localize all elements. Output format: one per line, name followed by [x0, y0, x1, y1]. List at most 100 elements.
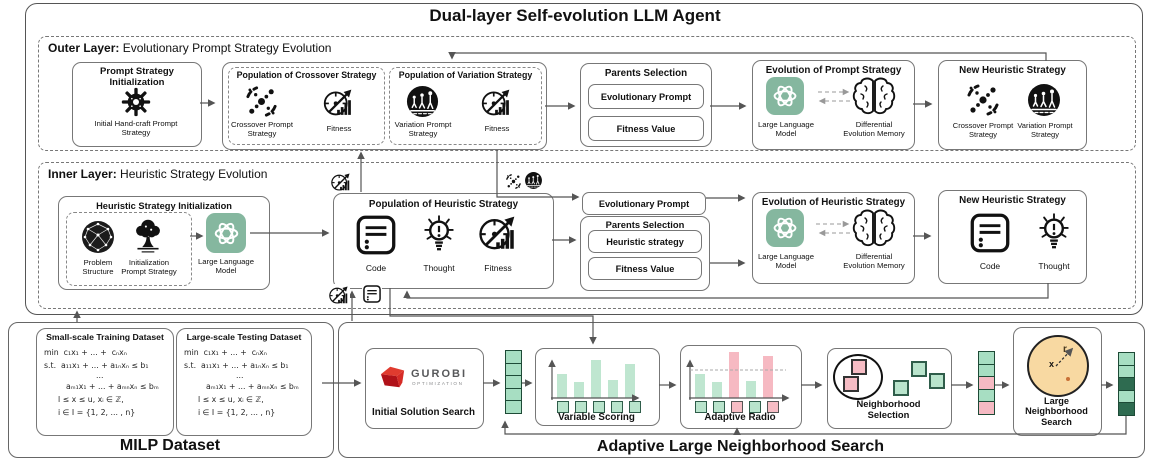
- testing-formulas: min c₁x₁ + ... + cₙxₙ s.t. a₁₁x₁ + ... +…: [177, 343, 311, 419]
- memory-label: Differential Evolution Memory: [843, 120, 905, 139]
- cell: [713, 401, 725, 413]
- formula-line: i ∈ I = {1, 2, ... , n}: [198, 407, 276, 417]
- variation-label: Variation Prompt Strategy: [394, 120, 452, 139]
- variation-label: Variation Prompt Strategy: [1017, 121, 1073, 139]
- inner-layer-label: Inner Layer: Heuristic Strategy Evolutio…: [48, 167, 267, 181]
- outer-layer-label-rest: Evolutionary Prompt Strategy Evolution: [119, 41, 332, 55]
- init-prompt-label: Initialization Prompt Strategy: [121, 258, 177, 277]
- new-heuristic-outer-box: New Heuristic Strategy: [938, 60, 1087, 150]
- large-neighborhood-search-label: Large Neighborhood Search: [1013, 396, 1100, 427]
- variable-scoring-label: Variable Scoring: [558, 412, 635, 423]
- fitness-label: Fitness: [484, 124, 510, 133]
- new-heuristic-outer-title: New Heuristic Strategy: [959, 65, 1066, 76]
- evolutionary-prompt-item: Evolutionary Prompt: [588, 84, 704, 109]
- llm-label: Large Language Model: [197, 257, 254, 276]
- neighborhood-selection-label-2: Selection: [867, 408, 910, 420]
- llm-label: Large Language Model: [757, 120, 814, 139]
- bar: [695, 374, 705, 398]
- center-label: x: [1049, 359, 1055, 369]
- variable-scoring-bars: [557, 360, 635, 398]
- lns-label-2: Neighborhood: [1025, 406, 1088, 417]
- new-heuristic-inner-box: New Heuristic Strategy: [938, 190, 1087, 284]
- cell: [557, 401, 569, 413]
- pop-crossover-title: Population of Crossover Strategy: [236, 70, 377, 80]
- thought-label: Thought: [1038, 261, 1070, 271]
- cell: [695, 401, 707, 413]
- crossover-label: Crossover Prompt Strategy: [952, 121, 1014, 139]
- cell: [505, 400, 522, 415]
- variable-scoring-squares: [557, 401, 641, 413]
- search-radius-circle: [1027, 335, 1089, 397]
- selected-square: [851, 359, 867, 375]
- adaptive-radio-label: Adaptive Radio: [704, 412, 776, 423]
- cell: [611, 401, 623, 413]
- heuristic-init-title: Heuristic Strategy Initialization: [96, 201, 232, 211]
- pop-variation-box: Population of Variation Strategy: [389, 67, 542, 145]
- outer-layer-label-bold: Outer Layer:: [48, 41, 120, 55]
- selected-square: [843, 376, 859, 392]
- cell: [593, 401, 605, 413]
- inner-layer-label-rest: Heuristic Strategy Evolution: [116, 167, 268, 181]
- pop-variation-title: Population of Variation Strategy: [398, 70, 533, 80]
- new-heuristic-inner-title: New Heuristic Strategy: [959, 195, 1066, 206]
- testing-dataset-title: Large-scale Testing Dataset: [186, 332, 302, 342]
- training-formulas: min c₁x₁ + ... + cₙxₙ s.t. a₁₁x₁ + ... +…: [37, 343, 173, 419]
- bar: [625, 364, 635, 398]
- code-label: Code: [979, 261, 1001, 271]
- memory-label: Differential Evolution Memory: [843, 252, 905, 271]
- lns-label-1: Large: [1043, 396, 1070, 406]
- bar: [574, 382, 584, 398]
- formula-line: aₘ₁x₁ + ... + aₘₙxₙ ≤ bₘ: [66, 381, 159, 391]
- initial-solution-box: [365, 348, 484, 429]
- parents-selection-title: Parents Selection: [604, 68, 688, 79]
- bar: [608, 380, 618, 398]
- bar: [557, 374, 567, 398]
- cell: [575, 401, 587, 413]
- code-mini-icon: [362, 284, 382, 304]
- fitness-value-item: Fitness Value: [588, 257, 702, 280]
- crossover-mini-icon: [505, 173, 522, 190]
- code-label: Code: [365, 263, 387, 273]
- crossover-label: Crossover Prompt Strategy: [231, 120, 293, 139]
- radius-label: r: [1063, 344, 1067, 355]
- population-heuristic-title: Population of Heuristic Strategy: [368, 199, 519, 210]
- gurobi-sub: OPTIMIZATION: [412, 381, 464, 386]
- training-dataset-box: Small-scale Training Dataset min c₁x₁ + …: [36, 328, 174, 436]
- heuristic-strategy-item: Heuristic strategy: [588, 230, 702, 253]
- fitness-value-item: Fitness Value: [588, 116, 704, 141]
- solution-column-1: [505, 350, 522, 415]
- cell: [1118, 402, 1135, 417]
- fitness-mini-icon: [330, 171, 352, 193]
- parents-selection-inner-title: Parents Selection: [605, 219, 685, 230]
- init-inputs-box: [66, 212, 192, 286]
- selection-circle: [833, 354, 883, 400]
- formula-line: l ≤ x ≤ u, xᵢ ∈ ℤ,: [58, 394, 124, 404]
- variation-mini-icon: [524, 171, 543, 190]
- prompt-init-caption: Initial Hand-craft Prompt Strategy: [94, 119, 178, 138]
- cell: [767, 401, 779, 413]
- problem-structure-label: Problem Structure: [82, 258, 114, 277]
- llm-icon: [206, 213, 246, 253]
- cell: [731, 401, 743, 413]
- candidate-square: [893, 380, 909, 396]
- main-title: Dual-layer Self-evolution LLM Agent: [429, 6, 721, 25]
- formula-line: aₘ₁x₁ + ... + aₘₙxₙ ≤ bₘ: [206, 381, 299, 391]
- bar: [746, 381, 756, 398]
- llm-icon: [766, 209, 804, 247]
- bar: [712, 382, 722, 398]
- formula-line: s.t. a₁₁x₁ + ... + a₁ₙxₙ ≤ b₁: [44, 360, 149, 370]
- evolution-prompt-title: Evolution of Prompt Strategy: [765, 65, 902, 76]
- adaptive-radio-squares: [695, 401, 779, 413]
- bar: [729, 352, 739, 398]
- alns-label: Adaptive Large Neighborhood Search: [596, 438, 885, 455]
- evolutionary-prompt-inner-box: Evolutionary Prompt: [582, 192, 706, 215]
- cell: [978, 401, 995, 416]
- gurobi-brand: GUROBI: [411, 368, 467, 380]
- neighborhood-selection-label-1: Neighborhood: [856, 398, 921, 409]
- formula-line: s.t. a₁₁x₁ + ... + a₁ₙxₙ ≤ b₁: [184, 360, 289, 370]
- inner-layer-box: [38, 162, 1136, 309]
- training-dataset-title: Small-scale Training Dataset: [46, 332, 164, 342]
- formula-line: i ∈ I = {1, 2, ... , n}: [58, 407, 136, 417]
- bar: [591, 360, 601, 398]
- testing-dataset-box: Large-scale Testing Dataset min c₁x₁ + .…: [176, 328, 312, 436]
